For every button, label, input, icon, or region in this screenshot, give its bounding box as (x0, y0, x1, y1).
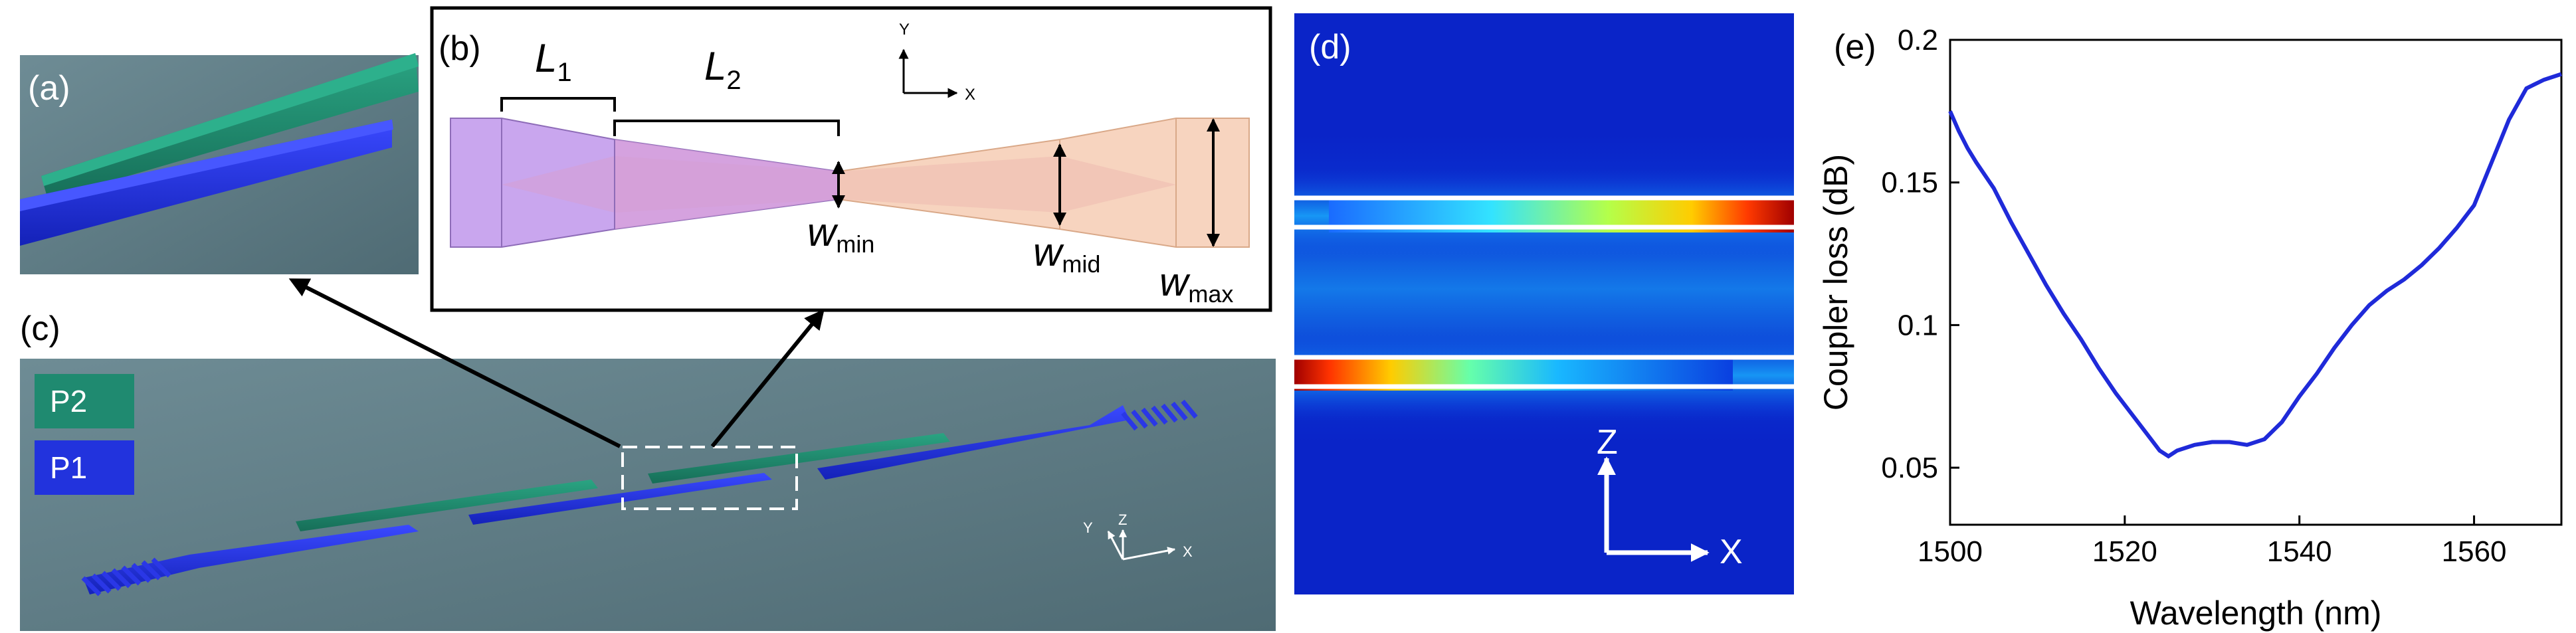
panel-d-label: (d) (1309, 28, 1351, 66)
p2-segment-right (648, 433, 950, 484)
panel-c-label: (c) (20, 310, 60, 348)
panel-a: (a) (20, 53, 419, 274)
x-axis-title: Wavelength (nm) (2130, 594, 2382, 632)
p2-segment-left (296, 480, 598, 531)
y-tick-label: 0.2 (1898, 24, 1938, 56)
x-tick-label: 1500 (1918, 535, 1983, 568)
l2-bracket (613, 120, 840, 136)
l1-label: L1 (535, 36, 572, 87)
grating-left-teeth (81, 557, 171, 596)
panel-a-p1-waveguide (20, 120, 392, 246)
inset-box (621, 446, 798, 510)
arrow-to-panel-a (288, 278, 621, 448)
x-tick-label: 1520 (2092, 535, 2157, 568)
panel-a-label: (a) (28, 69, 70, 108)
p1-segment-right (817, 405, 1130, 480)
l1-bracket (500, 97, 616, 112)
panel-e-chart: 1500 1520 1540 1560 0.05 0.1 0.15 0.2 (e) Wavel… (1817, 24, 2563, 632)
panel-b-label: (b) (439, 29, 481, 68)
panel-d-x-label: X (1720, 533, 1743, 571)
plot-area (1949, 39, 2563, 526)
wmax-label: wmax (1159, 260, 1233, 308)
arrow-to-panel-b (710, 309, 825, 448)
legend-swatch-p1 (35, 440, 134, 495)
legend-swatch-p2 (35, 374, 134, 428)
legend-label-p1: P1 (50, 450, 87, 485)
panel-c: P2 P1 Y Z X (c) (20, 310, 1276, 631)
x-tick-label: 1560 (2442, 535, 2507, 568)
wmin-label: wmin (807, 210, 874, 258)
y-tick-label: 0.1 (1898, 309, 1938, 341)
panel-c-x-label: X (1183, 543, 1193, 560)
y-axis-title: Coupler loss (dB) (1817, 154, 1854, 410)
x-tick-label: 1540 (2267, 535, 2332, 568)
panel-c-x-axis-arrow (1122, 547, 1176, 561)
panel-d-z-label: Z (1597, 423, 1618, 462)
panel-b: (b) L1 L2 wmin wmid wmax Y X (430, 6, 1272, 312)
panel-b-y-label: Y (899, 21, 910, 39)
p1-segment-mid (468, 473, 772, 525)
series-line (1948, 72, 2562, 459)
tick-group: 1500 1520 1540 1560 0.05 0.1 0.15 0.2 (1881, 24, 2506, 568)
wmid-label: wmid (1033, 230, 1100, 278)
panel-c-z-label: Z (1118, 511, 1127, 528)
y-tick-label: 0.05 (1881, 452, 1938, 484)
panel-c-y-label: Y (1083, 519, 1093, 536)
legend-label-p2: P2 (50, 384, 87, 418)
panel-d: Z X (d) (1294, 13, 1794, 594)
y-tick-label: 0.15 (1881, 167, 1938, 199)
panel-c-y-axis-arrow (1107, 530, 1124, 560)
grating-right-teeth (1121, 399, 1198, 431)
l2-label: L2 (704, 44, 742, 95)
p1-segment-left (83, 525, 419, 594)
panel-e-label: (e) (1834, 28, 1876, 66)
panel-b-x-label: X (965, 86, 975, 104)
